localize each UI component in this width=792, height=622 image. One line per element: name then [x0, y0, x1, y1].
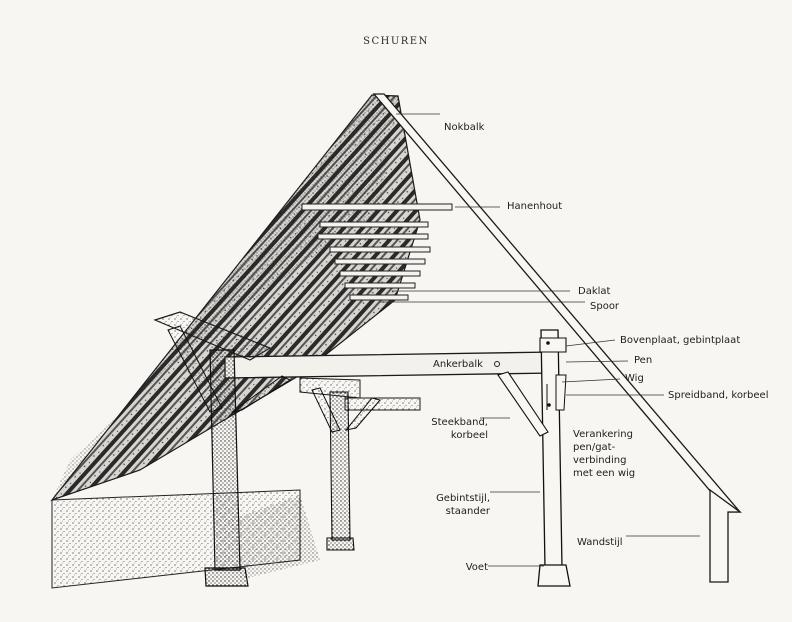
label-bovenplaat: Bovenplaat, gebintplaat	[620, 335, 741, 346]
middle-gebintstijl	[311, 387, 381, 551]
label-ankerbalk: Ankerbalk	[433, 359, 483, 370]
side-wall	[51, 489, 320, 589]
label-voet: Voet	[465, 562, 488, 573]
label-pen: Pen	[634, 355, 653, 366]
left-gebintstijl	[167, 325, 292, 587]
page-title: SCHUREN	[363, 36, 429, 47]
label-hanenhout: Hanenhout	[507, 201, 563, 212]
label-gebintstijl: Gebintstijl, staander	[436, 493, 490, 517]
leader-lines	[380, 113, 700, 567]
label-steekband: Steekband, korbeel	[431, 417, 488, 441]
daklatten	[301, 203, 453, 301]
label-verankering: Verankering pen/gat- verbinding met een …	[573, 429, 636, 479]
spoor-rafter	[372, 93, 742, 583]
label-nokbalk: Nokbalk	[444, 122, 485, 133]
right-gebintstijl	[497, 329, 571, 587]
label-wandstijl: Wandstijl	[577, 537, 623, 548]
label-wig: Wig	[625, 373, 644, 384]
label-spoor: Spoor	[590, 301, 620, 312]
label-spreidband: Spreidband, korbeel	[668, 390, 769, 401]
label-daklat: Daklat	[578, 286, 611, 297]
